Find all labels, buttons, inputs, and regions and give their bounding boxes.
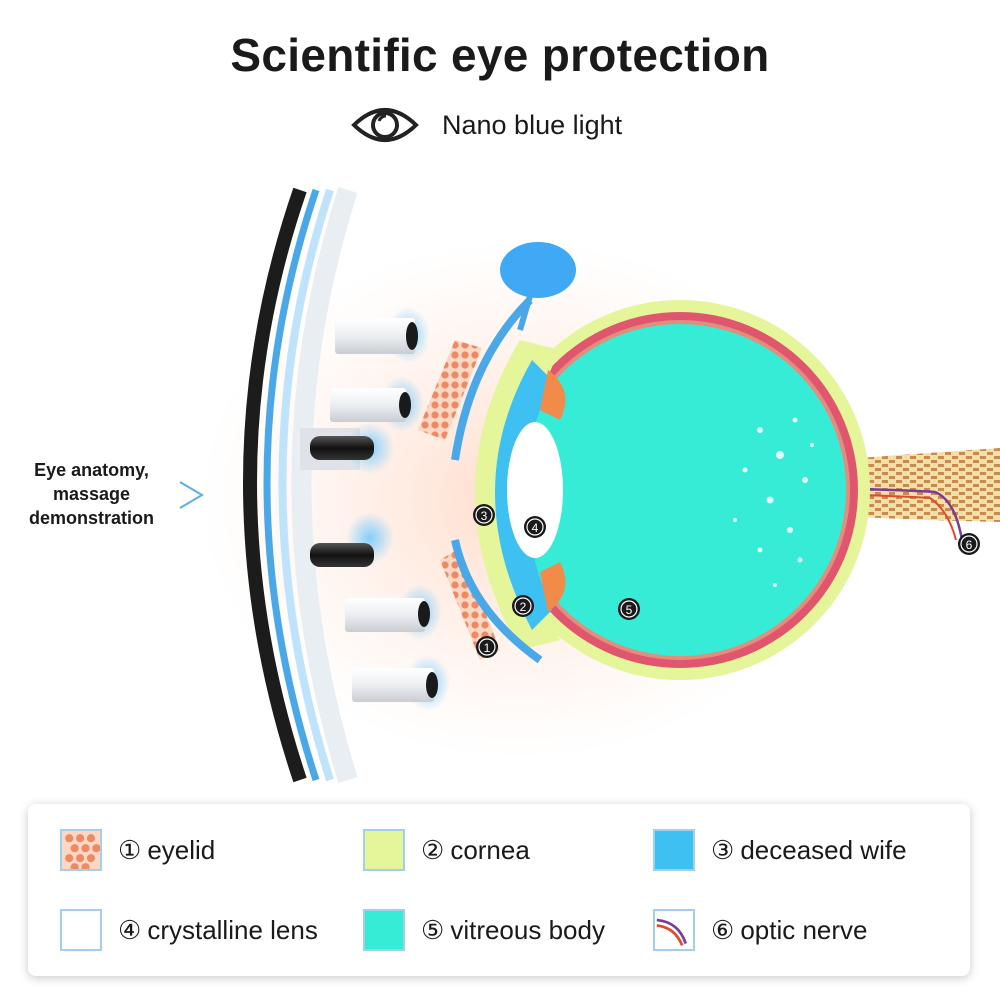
legend-label: crystalline lens (147, 914, 318, 945)
legend-number: ③ (711, 834, 735, 865)
svg-text:5: 5 (626, 603, 633, 617)
eye-icon (351, 108, 419, 142)
legend-label: vitreous body (450, 914, 605, 945)
legend-label: cornea (450, 834, 530, 865)
legend-item-cornea: ② cornea (363, 827, 530, 873)
callout-5: 5 (618, 598, 640, 620)
svg-text:4: 4 (532, 521, 539, 535)
lens-swatch (60, 909, 102, 951)
feature-label: Nano blue light (442, 109, 623, 140)
legend-panel: ① eyelid ② cornea ③ deceased wife ④ crys… (28, 804, 970, 976)
svg-text:2: 2 (520, 600, 527, 614)
legend-label: deceased wife (740, 834, 907, 865)
legend-number: ① (118, 834, 142, 865)
legend-label: eyelid (147, 834, 216, 865)
svg-text:3: 3 (481, 509, 488, 523)
eye-anatomy-diagram: 1 2 3 4 5 6 (200, 186, 1000, 783)
ciliary-lower (540, 562, 566, 612)
cornea-swatch (363, 829, 405, 871)
callout-2: 2 (512, 595, 534, 617)
tear-gland (500, 242, 576, 298)
crystalline-lens (507, 422, 563, 558)
legend-item-vitreous: ⑤ vitreous body (363, 907, 605, 953)
eyelid-cells (418, 340, 500, 660)
ciliary-upper (540, 370, 566, 420)
iris-swatch (653, 829, 695, 871)
massager-device (243, 186, 450, 783)
vitreous-swatch (363, 909, 405, 951)
legend-item-optic-nerve: ⑥ optic nerve (653, 907, 868, 953)
feature-row: Nano blue light (350, 100, 622, 150)
callout-4: 4 (524, 516, 546, 538)
legend-number: ④ (118, 914, 142, 945)
legend-item-eyelid: ① eyelid (60, 827, 215, 873)
callout-1: 1 (476, 636, 498, 658)
lower-eyelid (451, 539, 543, 664)
eyelid-swatch (60, 829, 102, 871)
chevron-right-icon (179, 481, 204, 509)
legend-number: ⑤ (421, 914, 445, 945)
legend-label: optic nerve (740, 914, 868, 945)
legend-number: ⑥ (711, 914, 735, 945)
legend-item-lens: ④ crystalline lens (60, 907, 318, 953)
upper-eyelid (451, 297, 533, 461)
callout-6: 6 (958, 533, 980, 555)
page-title: Scientific eye protection (230, 29, 770, 81)
svg-text:1: 1 (484, 641, 491, 655)
legend-number: ② (421, 834, 445, 865)
eyeball (490, 300, 870, 680)
svg-text:6: 6 (966, 538, 973, 552)
optic-nerve-swatch (653, 909, 695, 951)
side-label: Eye anatomy, massage demonstration (28, 460, 154, 528)
legend-item-iris: ③ deceased wife (653, 827, 907, 873)
callout-3: 3 (473, 504, 495, 526)
